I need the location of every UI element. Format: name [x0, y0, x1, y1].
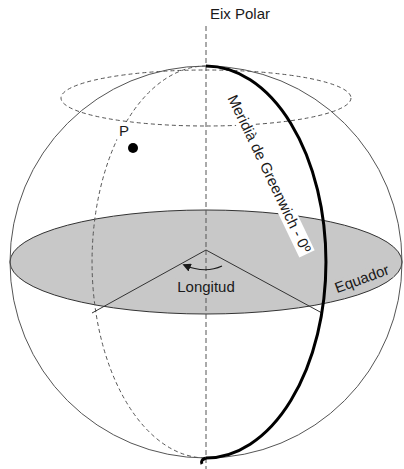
point-p: [128, 143, 138, 153]
axis-label: Eix Polar: [208, 6, 272, 23]
greenwich-meridian: [206, 66, 326, 458]
longitude-arrow: [184, 265, 222, 270]
angle-label: Longitud: [175, 279, 237, 296]
meridian-end: [202, 458, 207, 464]
point-label: P: [117, 123, 131, 140]
polar-axis: [206, 26, 207, 469]
meridian-p: [92, 66, 206, 458]
